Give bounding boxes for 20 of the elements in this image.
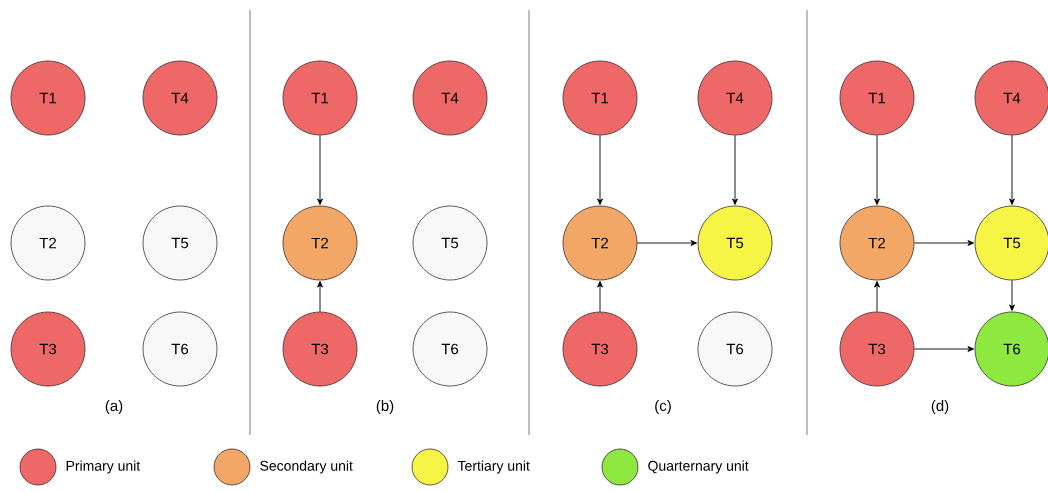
legend-label: Quarternary unit xyxy=(648,460,749,474)
legend-label: Secondary unit xyxy=(260,460,353,474)
panel-label: (d) xyxy=(931,400,949,414)
arrow xyxy=(597,281,603,313)
arrow xyxy=(913,346,974,352)
panel-label: (b) xyxy=(376,400,394,414)
arrow xyxy=(317,281,323,313)
arrow xyxy=(913,240,974,246)
panel-label: (a) xyxy=(105,400,123,414)
legend-label: Tertiary unit xyxy=(457,460,530,474)
arrow xyxy=(874,134,880,205)
arrow xyxy=(1009,134,1015,205)
arrow xyxy=(597,134,603,205)
arrow xyxy=(317,134,323,205)
arrow xyxy=(732,134,738,205)
legend-label: Primary unit xyxy=(66,460,141,474)
panel-label: (c) xyxy=(655,400,671,414)
arrow xyxy=(874,281,880,313)
arrow xyxy=(636,240,697,246)
arrow xyxy=(1009,279,1015,311)
